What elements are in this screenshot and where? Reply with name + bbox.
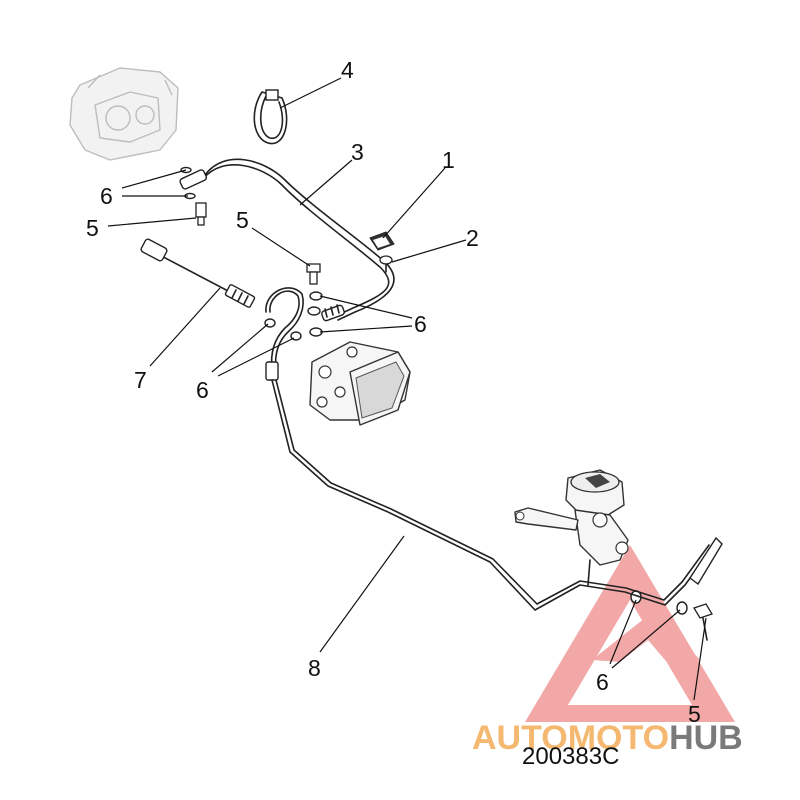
callout-5-middle: 5 [236, 207, 249, 233]
abs-modulator [309, 341, 411, 426]
leader-lines [107, 77, 707, 701]
callout-5-lower: 5 [688, 701, 701, 727]
callout-6-upper: 6 [100, 183, 113, 209]
sealing-washers [180, 166, 688, 615]
wheel-speed-sensor [140, 238, 256, 308]
banjo-bolt-upper [195, 202, 207, 226]
banjo-bolt-middle [306, 263, 321, 285]
cable-tie [253, 89, 288, 145]
callout-7: 7 [134, 367, 147, 393]
callout-4: 4 [341, 57, 354, 83]
rear-master-cylinder [514, 469, 629, 586]
banjo-bolt-lower [693, 603, 713, 641]
callout-6-lower: 6 [596, 669, 609, 695]
callout-5-upper: 5 [86, 215, 99, 241]
callout-8: 8 [308, 655, 321, 681]
rear-brake-line [271, 379, 723, 611]
callout-2: 2 [466, 225, 479, 251]
watermark-word-automoto: AUTOMOTO [472, 719, 669, 757]
callout-6-right: 6 [414, 311, 427, 337]
hose-clip [369, 231, 395, 251]
watermark-wordmark: AUTOMOTOHUB [472, 719, 743, 757]
callout-6-middle: 6 [196, 377, 209, 403]
diagram-code: 200383C [522, 743, 619, 770]
clip-screw [379, 255, 393, 273]
front-brake-hose [179, 158, 395, 322]
watermark-logo [525, 545, 735, 722]
callout-3: 3 [351, 139, 364, 165]
callout-1: 1 [442, 147, 455, 173]
brake-caliper [69, 67, 179, 161]
watermark-word-hub: HUB [669, 719, 743, 757]
